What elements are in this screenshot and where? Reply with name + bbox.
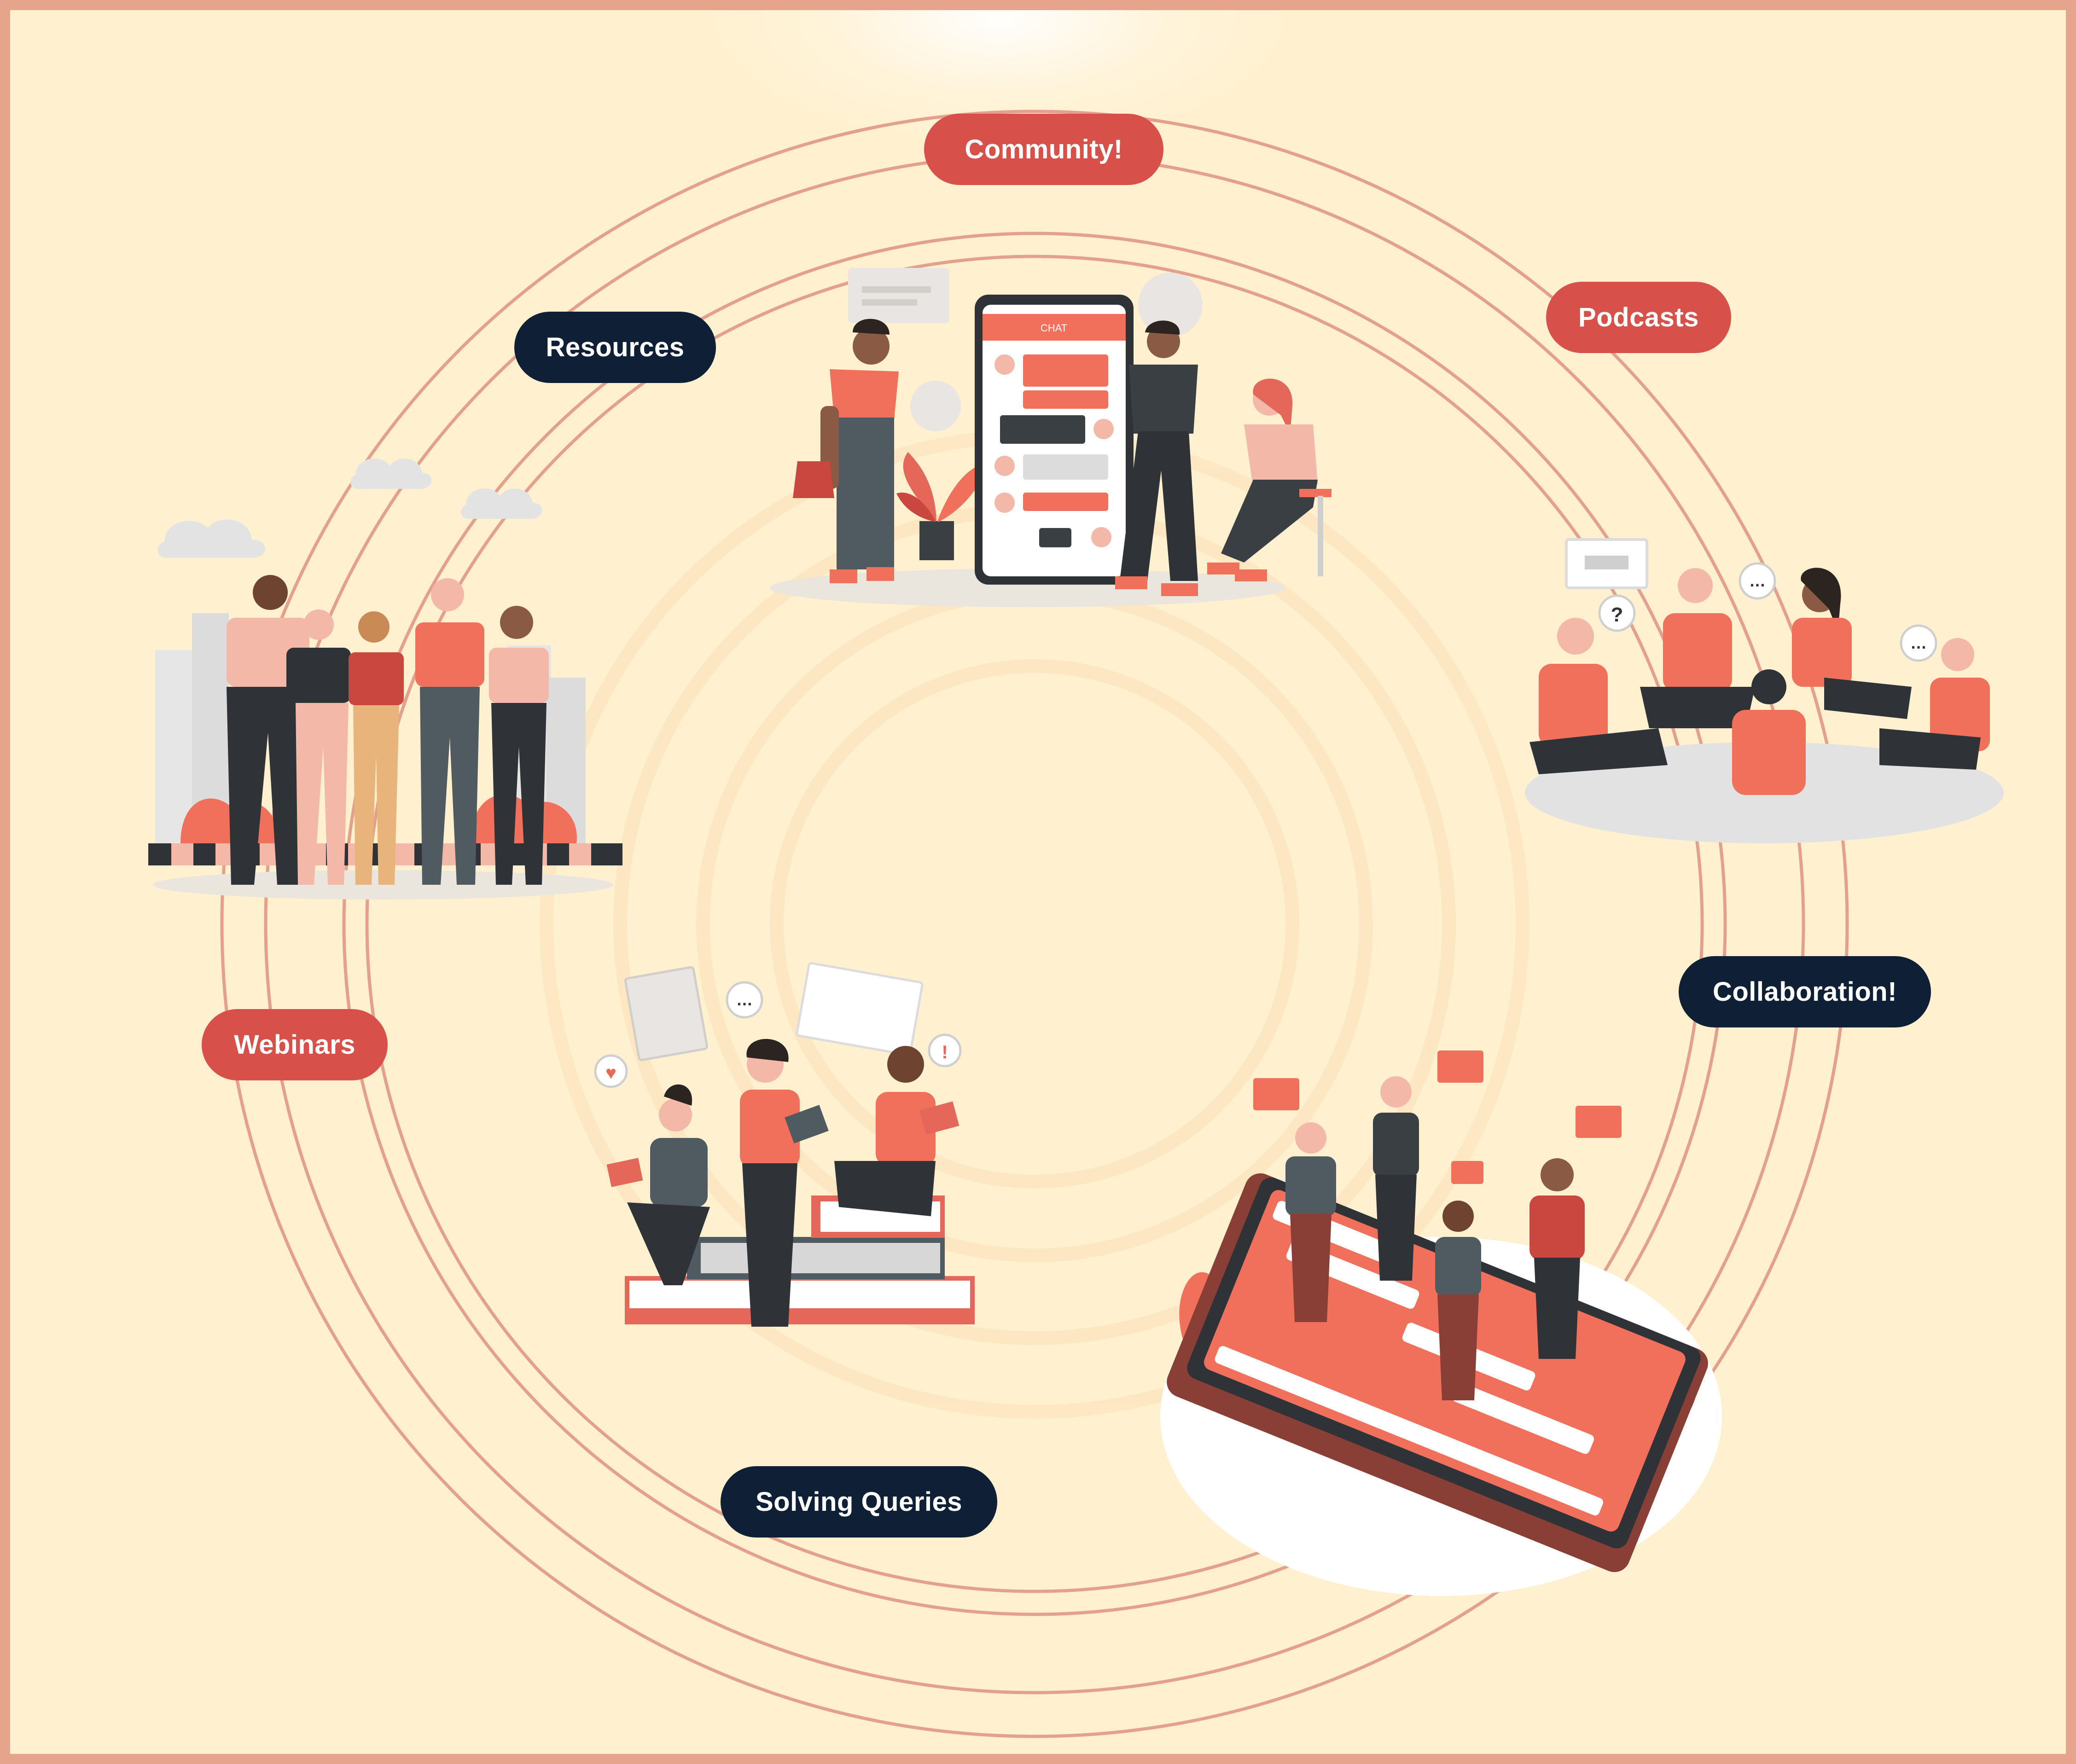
svg-text:?: ? xyxy=(1611,603,1623,626)
label-solving-queries: Solving Queries xyxy=(721,1466,997,1538)
svg-text:…: … xyxy=(1910,633,1927,652)
ring-outer xyxy=(220,110,1849,1738)
svg-text:…: … xyxy=(1749,571,1766,590)
svg-text:…: … xyxy=(736,990,753,1009)
label-podcasts: Podcasts xyxy=(1546,282,1731,353)
label-resources: Resources xyxy=(514,312,716,383)
label-collaboration: Collaboration! xyxy=(1679,956,1931,1027)
ring-3 xyxy=(342,232,1727,1616)
label-community: Community! xyxy=(924,114,1163,185)
label-webinars: Webinars xyxy=(202,1009,388,1080)
svg-text:♥: ♥ xyxy=(605,1063,616,1083)
collaboration-phone-illustration xyxy=(1160,1050,1722,1596)
ring-inner xyxy=(365,255,1704,1593)
podcast-group-illustration: ? … … xyxy=(1525,538,2004,843)
svg-text:!: ! xyxy=(942,1042,948,1062)
diagram-canvas: CHAT xyxy=(10,10,2066,1754)
illustrations: CHAT xyxy=(148,268,2004,1596)
chat-title: CHAT xyxy=(1041,322,1067,334)
reading-books-illustration: … ♥ ! xyxy=(594,962,975,1327)
chat-phone-illustration: CHAT xyxy=(770,268,1332,607)
group-city-illustration xyxy=(148,458,622,899)
